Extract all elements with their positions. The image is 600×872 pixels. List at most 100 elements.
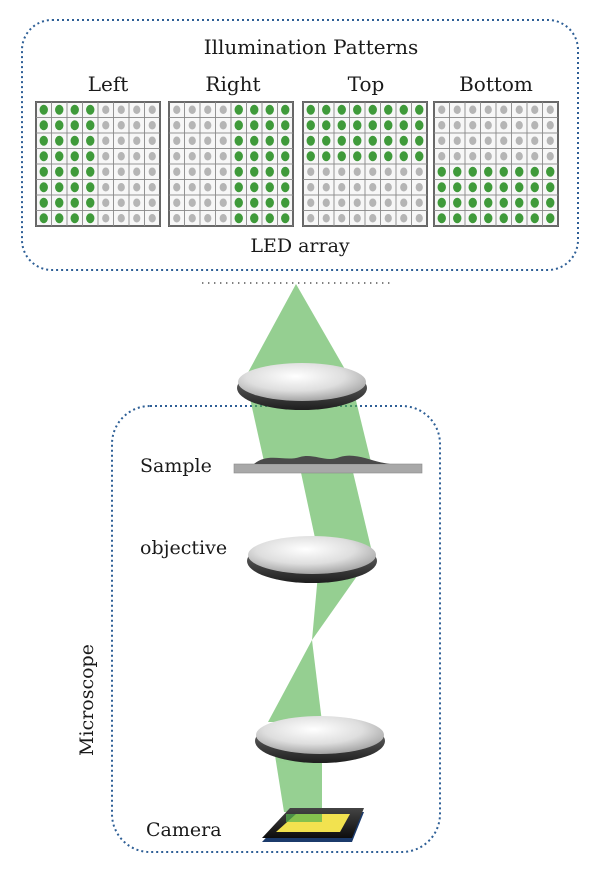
led-on [368, 120, 377, 131]
led-off [515, 121, 523, 130]
led-on [86, 213, 95, 224]
led-off [322, 214, 330, 223]
led-off [546, 105, 554, 114]
led-on [353, 151, 362, 162]
led-off [204, 121, 212, 130]
led-on [39, 151, 48, 162]
led-off [384, 214, 392, 223]
led-off [173, 121, 181, 130]
led-on [55, 213, 64, 224]
led-grid-left [35, 101, 161, 227]
led-off [400, 214, 408, 223]
led-off [219, 105, 227, 114]
led-on [337, 151, 346, 162]
led-on [86, 135, 95, 146]
led-on [499, 197, 508, 208]
led-off [102, 105, 110, 114]
pattern-label-bottom: Bottom [459, 72, 533, 96]
led-on [453, 166, 462, 177]
led-off [453, 136, 461, 145]
led-off [531, 136, 539, 145]
led-on [384, 135, 393, 146]
led-off [453, 105, 461, 114]
led-on [86, 197, 95, 208]
led-off [117, 214, 125, 223]
led-off [353, 183, 361, 192]
led-on [39, 197, 48, 208]
led-array-label: LED array [250, 235, 350, 257]
led-on [55, 197, 64, 208]
led-off [219, 152, 227, 161]
led-on [453, 213, 462, 224]
led-on [515, 197, 524, 208]
led-off [384, 198, 392, 207]
led-on [234, 104, 243, 115]
led-on [437, 197, 446, 208]
led-off [469, 105, 477, 114]
led-on [322, 151, 331, 162]
led-on [234, 120, 243, 131]
led-on [437, 166, 446, 177]
microscope-label: Microscope [76, 644, 98, 756]
led-on [86, 120, 95, 131]
led-on [70, 151, 79, 162]
led-on [515, 166, 524, 177]
led-on [55, 120, 64, 131]
led-on [322, 120, 331, 131]
led-off [133, 214, 141, 223]
led-on [265, 151, 274, 162]
led-on [306, 151, 315, 162]
led-off [369, 167, 377, 176]
pattern-label-top: Top [348, 72, 385, 96]
led-off [117, 183, 125, 192]
led-on [281, 151, 290, 162]
led-on [234, 213, 243, 224]
objective-diverging-beam [268, 640, 322, 722]
led-on [399, 135, 408, 146]
led-off [173, 152, 181, 161]
led-on [265, 104, 274, 115]
led-off [133, 183, 141, 192]
led-on [415, 151, 424, 162]
led-grid-bottom [433, 101, 559, 227]
led-off [322, 183, 330, 192]
led-on [234, 182, 243, 193]
led-off [353, 214, 361, 223]
led-off [204, 105, 212, 114]
led-on [530, 166, 539, 177]
led-on [39, 104, 48, 115]
led-off [173, 105, 181, 114]
led-off [102, 121, 110, 130]
led-off [219, 198, 227, 207]
led-on [468, 197, 477, 208]
led-on [399, 151, 408, 162]
led-on [39, 120, 48, 131]
led-off [102, 214, 110, 223]
led-off [188, 214, 196, 223]
led-off [484, 121, 492, 130]
led-on [281, 166, 290, 177]
led-off [500, 136, 508, 145]
sample-specimen [254, 455, 390, 464]
led-on [265, 182, 274, 193]
led-off [219, 214, 227, 223]
led-on [250, 213, 259, 224]
led-on [499, 213, 508, 224]
led-on [368, 135, 377, 146]
led-off [415, 198, 423, 207]
led-off [173, 183, 181, 192]
led-on [39, 182, 48, 193]
led-off [307, 167, 315, 176]
led-on [86, 182, 95, 193]
led-off [338, 198, 346, 207]
led-on [484, 182, 493, 193]
led-on [353, 104, 362, 115]
led-on [322, 135, 331, 146]
led-off [546, 121, 554, 130]
led-on [384, 151, 393, 162]
led-on [70, 104, 79, 115]
beam-on-sensor [286, 814, 322, 822]
led-on [39, 166, 48, 177]
led-off [338, 214, 346, 223]
led-off [102, 167, 110, 176]
